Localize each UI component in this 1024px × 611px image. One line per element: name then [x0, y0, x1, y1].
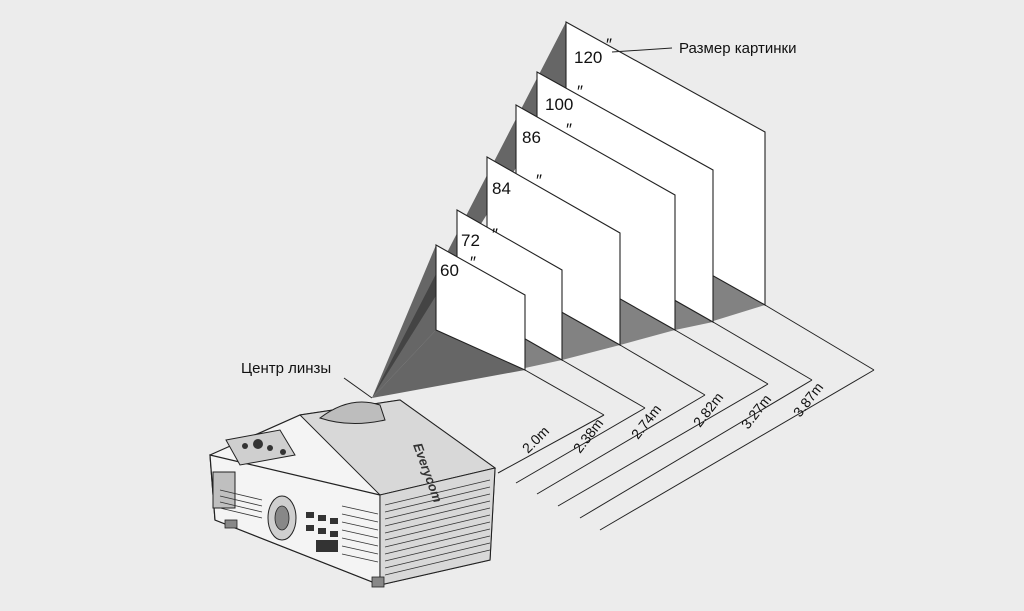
screen-size-label: 120	[574, 48, 602, 67]
screen-size-label: 86	[522, 128, 541, 147]
screen-size-label: 84	[492, 179, 511, 198]
distance-label: 2.38m	[570, 415, 607, 456]
distance-label: 2.74m	[628, 401, 665, 442]
inch-mark: ″	[606, 35, 612, 54]
inch-mark: ″	[536, 171, 542, 190]
control-buttons	[242, 439, 286, 455]
distance-label: 3.27m	[738, 391, 775, 432]
distance-label: 2.0m	[519, 423, 552, 456]
distance-label: 2.82m	[690, 389, 727, 430]
inch-mark: ″	[470, 253, 476, 272]
screen-size-label: 100	[545, 95, 573, 114]
screen-size-label: 72	[461, 231, 480, 250]
vent-grille	[219, 479, 491, 576]
io-ports	[306, 512, 338, 552]
lens-center-label: Центр линзы	[241, 360, 331, 377]
picture-size-label: Размер картинки	[679, 40, 796, 57]
inch-mark: ″	[566, 120, 572, 139]
distance-label: 3.87m	[790, 379, 827, 420]
screen-size-label: 60	[440, 261, 459, 280]
inch-mark: ″	[492, 225, 498, 244]
projector: Everycom	[209, 399, 497, 588]
lens-center-callout: Центр линзы	[241, 360, 373, 399]
picture-size-callout: Размер картинки	[611, 40, 796, 57]
inch-mark: ″	[577, 82, 583, 101]
